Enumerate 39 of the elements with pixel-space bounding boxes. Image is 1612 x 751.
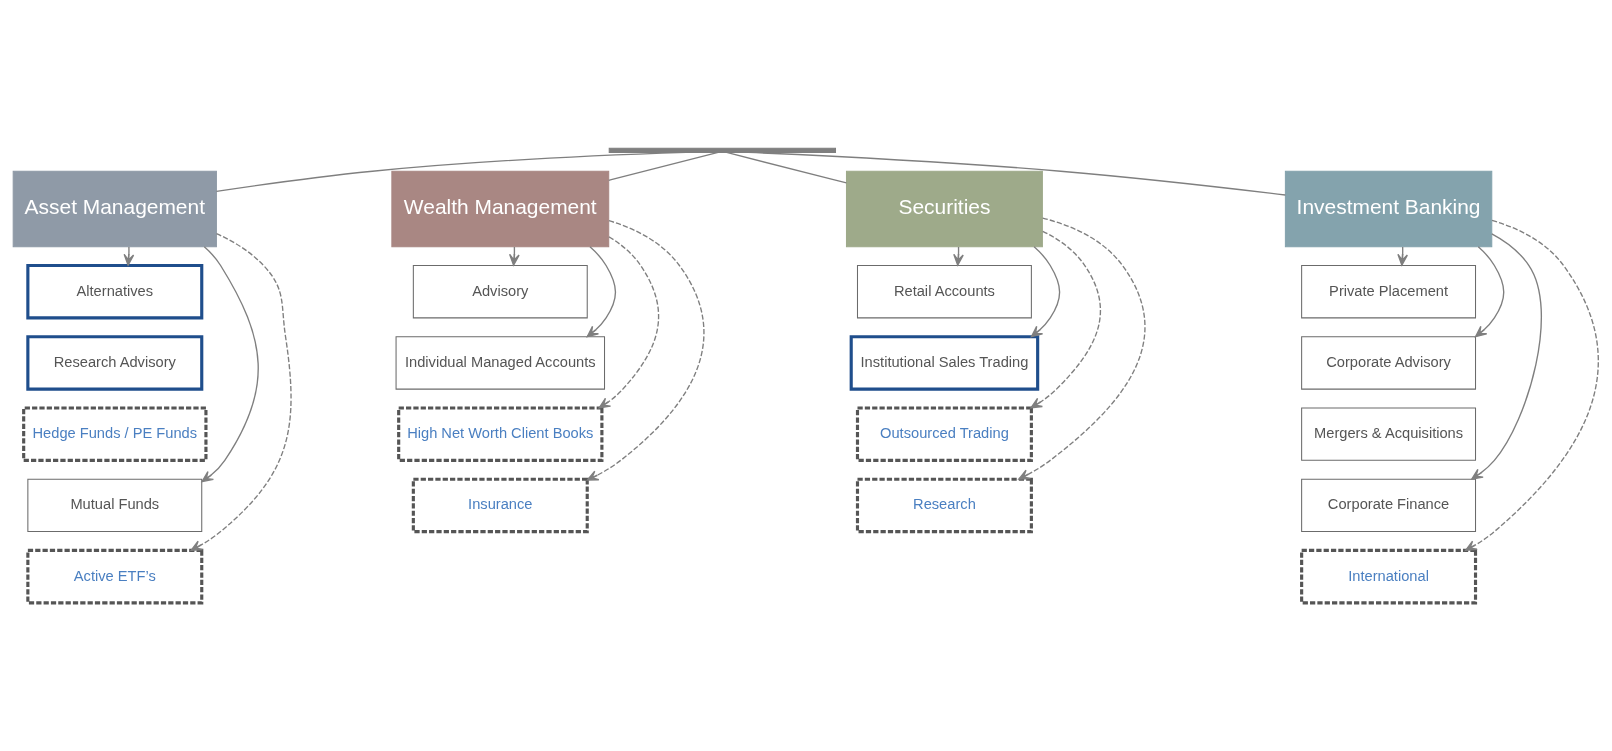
arrow [123,246,135,266]
arrow [586,220,705,481]
connector [747,151,1287,196]
arrow [1471,233,1542,480]
arrow [1030,246,1061,338]
arrow [190,232,292,552]
node-box: Securities [845,170,1043,248]
node-box: Active ETF’s [26,548,204,605]
node-box: Mutual Funds [27,478,203,533]
connector [215,151,687,193]
node-box: Institutional Sales Trading [849,335,1040,391]
node-box: Wealth Management [391,170,610,248]
arrow [1018,217,1146,480]
node-box: Insurance [411,477,589,534]
node-box: Investment Banking [1284,170,1493,248]
node-box: Alternatives [26,263,204,320]
arrow [1030,230,1102,409]
node-box: Retail Accounts [856,265,1032,319]
node-box: International [1300,548,1478,605]
node-box: Hedge Funds / PE Funds [22,406,208,462]
node-box: Asset Management [12,170,217,248]
arrow [598,236,660,409]
node-box: Corporate Advisory [1301,336,1477,390]
node-box: Research Advisory [26,335,204,391]
arrow [1464,219,1599,551]
node-box: Mergers & Acquisitions [1301,407,1477,461]
node-box: Research [855,477,1033,534]
connector [608,151,719,181]
node-bar [608,147,836,153]
node-box: Outsourced Trading [855,406,1033,462]
arrow [201,246,259,483]
node-box: Corporate Finance [1301,478,1477,533]
node-box: Individual Managed Accounts [395,336,606,390]
node-box: Advisory [412,265,588,319]
node-box: Private Placement [1301,265,1477,319]
node-box: High Net Worth Client Books [397,406,604,462]
arrow [1474,246,1505,338]
arrow [586,246,617,338]
connector [725,151,848,184]
